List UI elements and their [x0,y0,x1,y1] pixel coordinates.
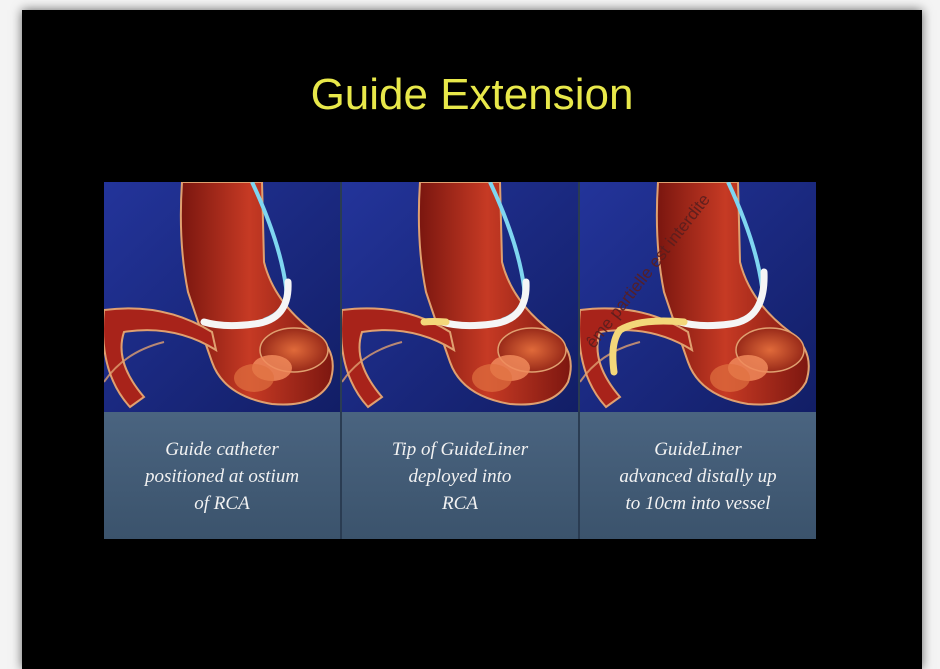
panel-guide-catheter: Guide catheter positioned at ostium of R… [104,182,340,539]
panel-caption: GuideLiner advanced distally up to 10cm … [580,436,816,517]
caption-line: Guide catheter [104,436,340,463]
panel-1-illustration [104,182,340,412]
caption-line: advanced distally up [580,463,816,490]
caption-line: RCA [342,490,578,517]
guide-extension-figure: Guide catheter positioned at ostium of R… [104,182,814,539]
panel-3-illustration [580,182,816,412]
panel-advanced-distally: GuideLiner advanced distally up to 10cm … [580,182,816,539]
caption-line: of RCA [104,490,340,517]
caption-line: positioned at ostium [104,463,340,490]
caption-line: deployed into [342,463,578,490]
panel-tip-deployed: Tip of GuideLiner deployed into RCA [342,182,578,539]
caption-line: Tip of GuideLiner [342,436,578,463]
caption-line: GuideLiner [580,436,816,463]
panel-2-illustration [342,182,578,412]
panel-caption: Tip of GuideLiner deployed into RCA [342,436,578,517]
slide: Guide Extension [22,10,922,669]
caption-line: to 10cm into vessel [580,490,816,517]
panel-caption: Guide catheter positioned at ostium of R… [104,436,340,517]
slide-title: Guide Extension [22,70,922,120]
